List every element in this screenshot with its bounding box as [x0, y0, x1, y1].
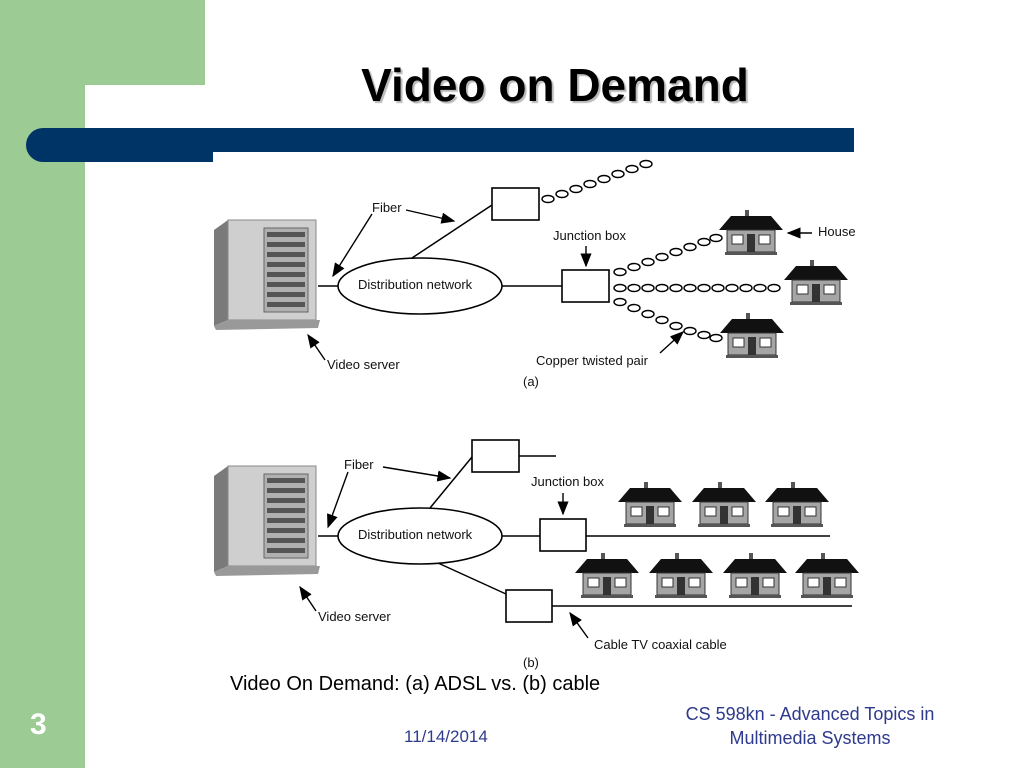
- label-junction-a: Junction box: [553, 228, 626, 243]
- node-box-a-top: [491, 187, 540, 221]
- top-accent-block: [85, 0, 205, 85]
- junction-box-a: [561, 269, 610, 303]
- band-step: [213, 152, 855, 162]
- arrow-icon: [382, 466, 452, 482]
- label-coax: Cable TV coaxial cable: [594, 637, 727, 652]
- arrow-icon: [405, 209, 456, 224]
- node-box-b-top: [471, 439, 520, 473]
- house-icon: [719, 312, 785, 359]
- server-icon: [213, 219, 321, 331]
- house-icon: [648, 552, 714, 599]
- label-distribution-a: Distribution network: [358, 277, 473, 292]
- label-server-a: Video server: [327, 357, 400, 372]
- house-icon: [617, 481, 683, 528]
- label-copper: Copper twisted pair: [536, 353, 649, 368]
- junction-box-b: [539, 518, 587, 552]
- house-icon: [718, 209, 784, 256]
- arrow-icon: [307, 333, 326, 361]
- arrow-icon: [569, 611, 589, 639]
- house-icon: [722, 552, 788, 599]
- copper-chain-lower: [613, 297, 723, 343]
- footer-course: CS 598kn - Advanced Topics in Multimedia…: [660, 702, 960, 750]
- slide-title: Video on Demand: [361, 59, 749, 111]
- label-panel-b: (b): [523, 655, 539, 670]
- house-icon: [691, 481, 757, 528]
- label-junction-b: Junction box: [531, 474, 604, 489]
- node-box-b-bottom: [505, 589, 553, 623]
- label-fiber-b: Fiber: [344, 457, 374, 472]
- label-fiber-a: Fiber: [372, 200, 402, 215]
- course-line-1: CS 598kn - Advanced Topics in: [685, 704, 935, 724]
- label-panel-a: (a): [523, 374, 539, 389]
- figure-caption: Video On Demand: (a) ADSL vs. (b) cable: [230, 673, 601, 695]
- house-icon: [794, 552, 860, 599]
- diagram-b: Fiber Distribution network Junction box …: [213, 439, 860, 670]
- copper-chain-middle: [613, 283, 781, 293]
- diagram-a: Fiber Distribution network Junction box …: [213, 159, 856, 389]
- arrow-icon: [659, 331, 685, 354]
- footer-date: 11/14/2014: [404, 727, 488, 746]
- label-house: House: [818, 224, 856, 239]
- arrow-icon: [327, 471, 349, 529]
- label-server-b: Video server: [318, 609, 391, 624]
- house-icon: [574, 552, 640, 599]
- slide-number: 3: [30, 708, 47, 741]
- server-icon: [213, 465, 321, 577]
- arrow-icon: [299, 585, 317, 612]
- house-icon: [783, 259, 849, 306]
- copper-chain-top: [541, 159, 653, 204]
- arrow-icon: [332, 213, 373, 278]
- course-line-2: Multimedia Systems: [729, 728, 891, 748]
- house-icon: [764, 481, 830, 528]
- label-distribution-b: Distribution network: [358, 527, 473, 542]
- copper-chain-upper: [613, 233, 723, 277]
